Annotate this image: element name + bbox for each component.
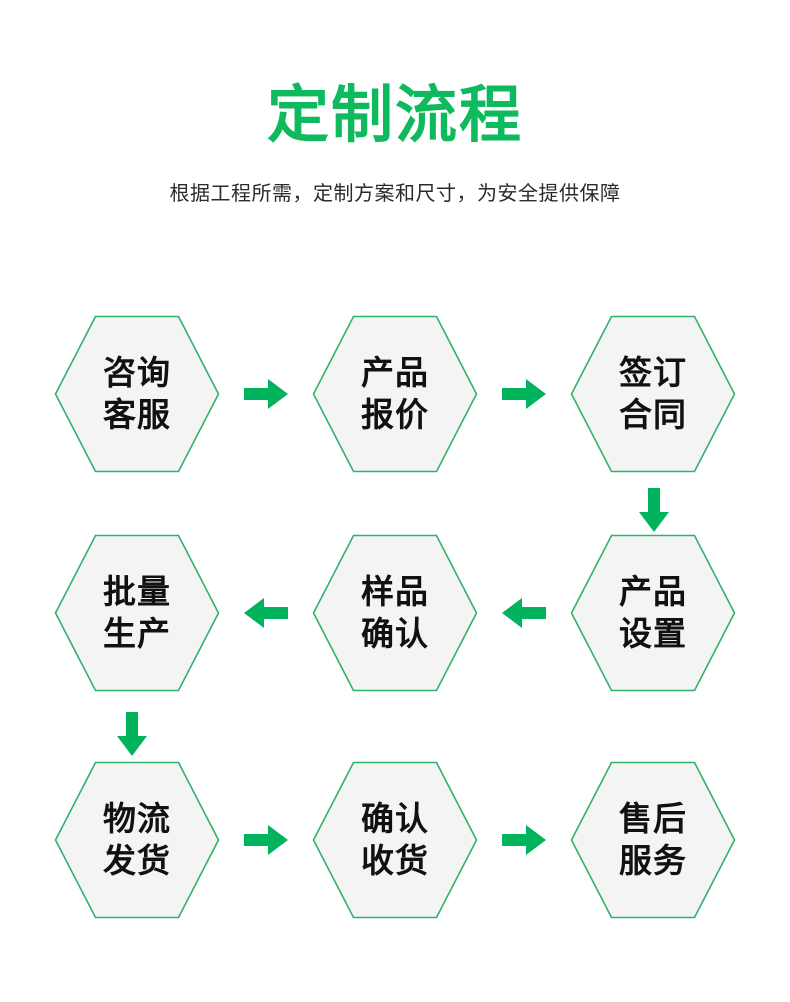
flow-step-label: 咨询 客服: [103, 354, 171, 433]
flow-step-sign-contract[interactable]: 签订 合同: [570, 315, 736, 473]
arrow-right-icon: [478, 374, 570, 414]
flow-step-consult-service[interactable]: 咨询 客服: [54, 315, 220, 473]
flow-step-label: 签订 合同: [619, 354, 687, 433]
flow-row-2: 产品 设置 样品 确认: [0, 533, 790, 693]
flow-step-product-setup[interactable]: 产品 设置: [570, 534, 736, 692]
flow-step-sample-confirm[interactable]: 样品 确认: [312, 534, 478, 692]
flow-step-label: 物流 发货: [103, 800, 171, 879]
arrow-right-icon: [220, 820, 312, 860]
hexagon-shape: [570, 534, 736, 692]
flow-step-confirm-receipt[interactable]: 确认 收货: [312, 761, 478, 919]
flow-step-label: 产品 报价: [361, 354, 429, 433]
process-flow-diagram: 咨询 客服 产品 报价: [0, 300, 790, 940]
flow-step-logistics-shipping[interactable]: 物流 发货: [54, 761, 220, 919]
hexagon-shape: [54, 534, 220, 692]
hexagon-shape: [54, 761, 220, 919]
arrow-left-icon: [478, 593, 570, 633]
hexagon-shape: [312, 761, 478, 919]
arrow-right-icon: [478, 820, 570, 860]
arrow-down-icon: [633, 486, 675, 534]
flow-step-label: 产品 设置: [619, 573, 687, 652]
page-subtitle: 根据工程所需，定制方案和尺寸，为安全提供保障: [169, 183, 621, 205]
flow-row-3: 物流 发货 确认 收货: [0, 760, 790, 920]
flow-step-label: 确认 收货: [361, 800, 429, 879]
hexagon-shape: [54, 315, 220, 473]
flow-step-label: 批量 生产: [103, 573, 171, 652]
flow-row-1: 咨询 客服 产品 报价: [0, 314, 790, 474]
flow-step-after-sales-service[interactable]: 售后 服务: [570, 761, 736, 919]
hexagon-shape: [570, 315, 736, 473]
flow-step-mass-production[interactable]: 批量 生产: [54, 534, 220, 692]
hexagon-shape: [312, 315, 478, 473]
hexagon-shape: [570, 761, 736, 919]
arrow-left-icon: [220, 593, 312, 633]
flow-step-label: 售后 服务: [619, 800, 687, 879]
hexagon-shape: [312, 534, 478, 692]
flow-step-product-quote[interactable]: 产品 报价: [312, 315, 478, 473]
page-header: 定制流程 根据工程所需，定制方案和尺寸，为安全提供保障: [0, 78, 790, 208]
page-title: 定制流程: [266, 81, 523, 150]
flow-step-label: 样品 确认: [361, 573, 429, 652]
arrow-down-icon: [111, 710, 153, 758]
arrow-right-icon: [220, 374, 312, 414]
